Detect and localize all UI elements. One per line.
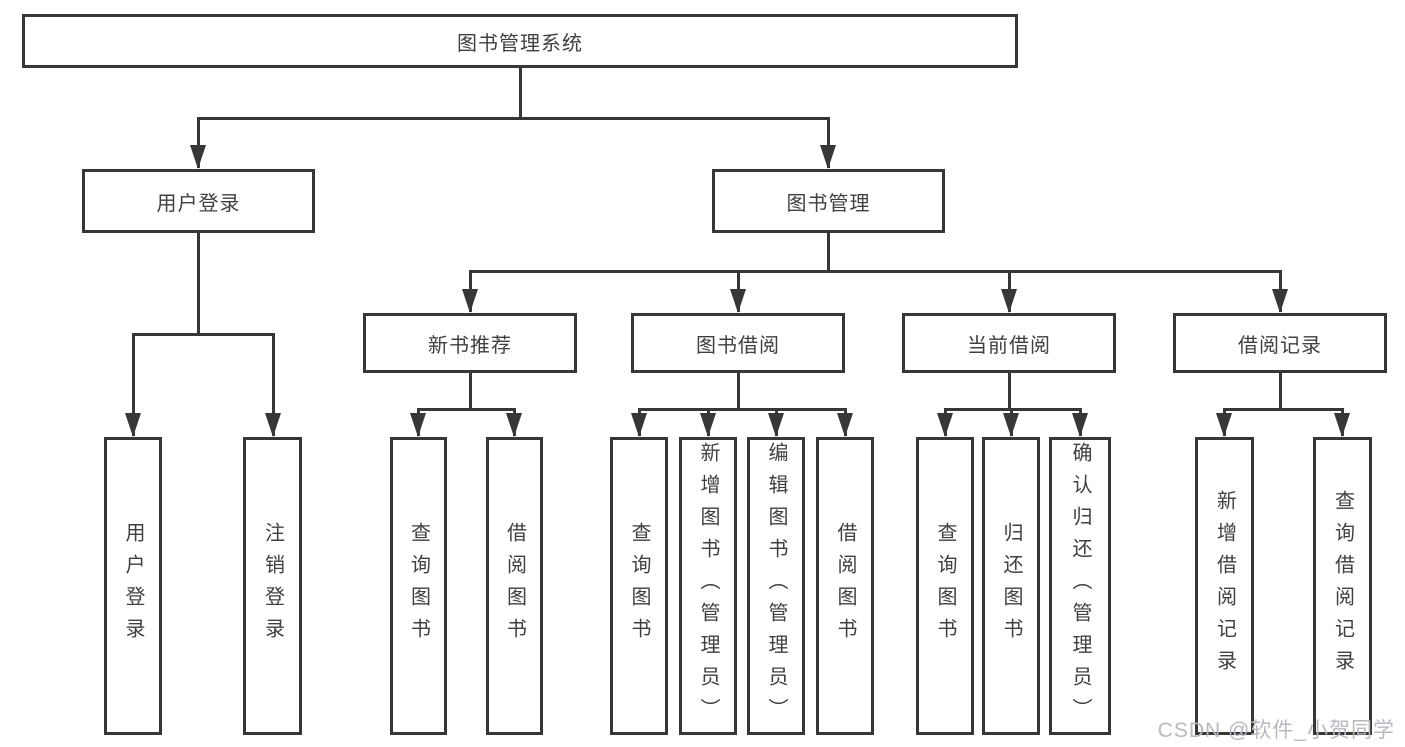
node-leaf-borrow-book-2: 借阅图书 xyxy=(816,437,874,735)
node-label: 查询图书 xyxy=(628,522,650,650)
connector-line-vertical xyxy=(1279,372,1282,411)
node-label: 查询图书 xyxy=(407,522,430,650)
node-label: 用户登录 xyxy=(156,192,241,215)
node-leaf-query-book-3: 查询图书 xyxy=(916,437,974,735)
node-leaf-query-book-1: 查询图书 xyxy=(390,437,447,735)
connector-line-vertical xyxy=(132,333,135,436)
connector-line-horizontal xyxy=(638,408,847,411)
arrowhead-down-icon xyxy=(462,289,478,313)
node-label: 用户登录 xyxy=(122,522,144,650)
arrowhead-down-icon xyxy=(820,145,836,169)
node-leaf-borrow-book-1: 借阅图书 xyxy=(486,437,543,735)
node-branch-current-borrow: 当前借阅 xyxy=(902,313,1116,373)
node-leaf-query-record: 查询借阅记录 xyxy=(1313,437,1372,735)
arrowhead-down-icon xyxy=(1001,289,1017,313)
arrowhead-down-icon xyxy=(506,413,522,437)
arrowhead-down-icon xyxy=(730,289,746,313)
node-leaf-add-record: 新增借阅记录 xyxy=(1195,437,1254,735)
arrowhead-down-icon xyxy=(1334,413,1350,437)
arrowhead-down-icon xyxy=(190,145,206,169)
node-root: 图书管理系统 xyxy=(22,14,1018,68)
node-label: 借阅记录 xyxy=(1238,334,1322,357)
arrowhead-down-icon xyxy=(1272,289,1288,313)
connector-line-horizontal xyxy=(944,408,1082,411)
arrowhead-down-icon xyxy=(1216,413,1232,437)
node-label: 借阅图书 xyxy=(503,522,526,650)
arrowhead-down-icon xyxy=(937,413,953,437)
node-label: 图书借阅 xyxy=(696,334,780,357)
node-leaf-query-book-2: 查询图书 xyxy=(610,437,668,735)
node-label: 归还图书 xyxy=(1000,522,1022,650)
node-branch-book-mgmt: 图书管理 xyxy=(712,169,945,233)
connector-line-horizontal xyxy=(132,333,275,336)
node-leaf-edit-book: 编辑图书（管理员） xyxy=(747,437,805,735)
node-label: 图书管理 xyxy=(786,192,871,215)
node-leaf-user-login: 用户登录 xyxy=(104,437,162,735)
arrowhead-down-icon xyxy=(265,413,281,437)
connector-line-vertical xyxy=(827,232,830,273)
connector-line-vertical xyxy=(1008,372,1011,411)
csdn-watermark: CSDN @软件_小贺同学 xyxy=(1157,719,1395,742)
node-label: 新增图书（管理员） xyxy=(697,442,719,730)
connector-line-vertical xyxy=(197,117,200,168)
node-branch-book-borrow: 图书借阅 xyxy=(631,313,845,373)
node-label: 查询借阅记录 xyxy=(1331,490,1354,682)
node-leaf-return-book: 归还图书 xyxy=(982,437,1040,735)
node-branch-new-book-rec: 新书推荐 xyxy=(363,313,577,373)
connector-line-horizontal xyxy=(469,270,1282,273)
connector-line-vertical xyxy=(827,117,830,168)
arrowhead-down-icon xyxy=(125,413,141,437)
arrowhead-down-icon xyxy=(837,413,853,437)
node-label: 借阅图书 xyxy=(834,522,856,650)
node-label: 当前借阅 xyxy=(967,334,1051,357)
connector-line-horizontal xyxy=(417,408,516,411)
node-leaf-logout: 注销登录 xyxy=(243,437,302,735)
arrowhead-down-icon xyxy=(768,413,784,437)
node-leaf-confirm-return: 确认归还（管理员） xyxy=(1049,437,1111,735)
node-leaf-add-book: 新增图书（管理员） xyxy=(679,437,737,735)
arrowhead-down-icon xyxy=(410,413,426,437)
node-label: 确认归还（管理员） xyxy=(1069,442,1091,730)
node-label: 注销登录 xyxy=(261,522,284,650)
arrowhead-down-icon xyxy=(700,413,716,437)
arrowhead-down-icon xyxy=(1072,413,1088,437)
connector-line-vertical xyxy=(737,372,740,411)
connector-line-vertical xyxy=(197,232,200,336)
node-label: 新增借阅记录 xyxy=(1213,490,1236,682)
arrowhead-down-icon xyxy=(1003,413,1019,437)
node-branch-user-login: 用户登录 xyxy=(82,169,315,233)
connector-line-vertical xyxy=(469,372,472,411)
connector-line-vertical xyxy=(272,333,275,436)
node-label: 编辑图书（管理员） xyxy=(765,442,787,730)
node-branch-borrow-record: 借阅记录 xyxy=(1173,313,1387,373)
connector-line-vertical xyxy=(519,67,522,120)
connector-line-horizontal xyxy=(197,117,830,120)
arrowhead-down-icon xyxy=(631,413,647,437)
node-label: 图书管理系统 xyxy=(457,32,583,55)
connector-line-horizontal xyxy=(1223,408,1344,411)
node-label: 查询图书 xyxy=(934,522,956,650)
node-label: 新书推荐 xyxy=(428,334,512,357)
